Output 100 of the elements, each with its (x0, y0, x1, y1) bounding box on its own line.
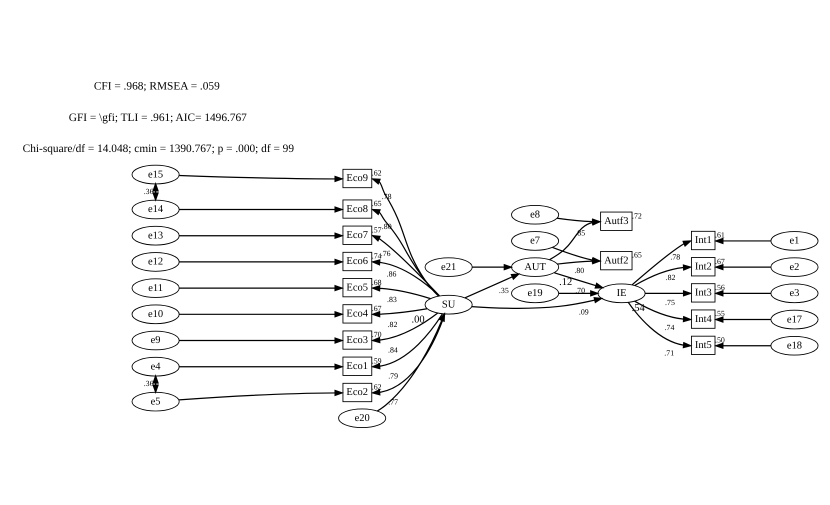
node-label: .65 (632, 250, 642, 260)
node-box: Autf3 (600, 211, 632, 230)
node-label: .67 (715, 256, 725, 266)
node-box: Eco3 (342, 330, 372, 350)
edge-label: .71 (664, 348, 674, 358)
node-ellipse: e10 (132, 304, 180, 324)
arrow (472, 296, 604, 308)
node-label: .65 (372, 198, 382, 208)
edge-label: .78 (670, 252, 680, 262)
arrow (179, 362, 344, 370)
arrow (179, 206, 344, 212)
node-ellipse: e3 (770, 283, 818, 303)
node-label: .12 (559, 276, 572, 288)
node-ellipse: e9 (132, 330, 180, 350)
node-label: .50 (715, 334, 725, 344)
edge-label: .84 (388, 345, 398, 354)
node-box: Eco7 (342, 225, 372, 244)
node-ellipse: e1 (770, 230, 818, 250)
edge-label: .79 (388, 370, 398, 380)
node-label: .62 (372, 168, 382, 178)
node-label: .61 (715, 230, 725, 240)
arrow (370, 178, 440, 296)
label: GFI = \gfi; TLI = .961; AIC= 1496.767 (68, 111, 247, 124)
edge-label: .77 (388, 397, 398, 406)
arrow (179, 336, 344, 344)
edge-label: .09 (578, 306, 589, 316)
arrow (714, 263, 771, 270)
arrow (714, 316, 771, 322)
node-ellipse: e18 (770, 335, 818, 356)
node-ellipse: e19 (511, 283, 560, 303)
arrow (179, 174, 344, 182)
edge-label: .70 (575, 285, 586, 294)
node-label: .55 (715, 308, 725, 318)
arrow (370, 208, 440, 296)
arrow (152, 182, 159, 202)
arrow (370, 313, 443, 369)
arrow (152, 374, 159, 394)
node-box: Eco4 (342, 304, 372, 323)
arrow (370, 258, 440, 296)
node-box: Eco5 (342, 278, 372, 297)
node-box: Eco6 (342, 251, 372, 271)
arrow (472, 263, 514, 270)
node-ellipse: e5 (132, 391, 180, 411)
node-ellipse: IE (598, 283, 646, 303)
node-box: Eco1 (342, 356, 372, 376)
node-ellipse: e17 (770, 309, 818, 329)
node-box: Eco2 (342, 382, 372, 402)
node-label: .56 (715, 282, 725, 292)
node-ellipse: e2 (770, 256, 818, 276)
arrow (179, 284, 344, 291)
arrow (714, 342, 771, 349)
arrow (464, 272, 520, 298)
edge-label: .74 (664, 322, 674, 332)
arrow (558, 290, 600, 296)
node-ellipse: e7 (511, 230, 560, 250)
node-ellipse: e4 (132, 356, 180, 376)
node-box: Int3 (690, 282, 716, 302)
node-ellipse: e14 (132, 199, 180, 219)
arrow (370, 284, 431, 299)
arrow (370, 312, 438, 343)
node-ellipse: e15 (132, 164, 180, 184)
node-box: Eco9 (342, 168, 372, 188)
node-box: Autf2 (600, 250, 632, 270)
edge-label: .86 (386, 268, 396, 278)
node-label: .67 (372, 303, 382, 312)
edge-label: .76 (380, 248, 391, 258)
arrow (628, 301, 692, 348)
node-box: Int4 (690, 309, 716, 328)
edge-label: .75 (665, 297, 675, 306)
node-ellipse: e21 (424, 256, 473, 276)
node-box: Eco8 (342, 198, 372, 218)
arrow (370, 308, 428, 317)
node-label: .57 (372, 224, 382, 234)
node-label: .59 (372, 356, 382, 365)
arrow (178, 389, 344, 400)
edge-label: .82 (388, 320, 398, 329)
node-ellipse: e13 (132, 225, 180, 245)
arrow (179, 258, 344, 265)
node-ellipse: e8 (511, 204, 560, 224)
arrow (634, 300, 692, 322)
node-label: .70 (372, 330, 382, 339)
arrow (370, 313, 446, 396)
arrow (634, 264, 692, 286)
arrow (179, 310, 344, 318)
edge-label: .80 (574, 265, 584, 274)
node-label: .74 (372, 251, 382, 260)
node-ellipse: SU (424, 294, 473, 314)
node-ellipse: e12 (132, 252, 180, 272)
edge-label: .35 (498, 286, 509, 295)
label: Chi-square/df = 14.048; cmin = 1390.767; p = .000; df = 99 (22, 142, 294, 155)
arrow (370, 234, 440, 296)
arrow (632, 240, 692, 285)
node-ellipse: e11 (132, 278, 180, 298)
node-label: .68 (372, 277, 382, 286)
arrow (179, 232, 344, 239)
edge-label: .82 (666, 272, 676, 282)
arrow (714, 237, 771, 244)
node-label: .62 (372, 382, 382, 392)
node-label: .00 (412, 314, 425, 325)
node-ellipse: AUT (511, 256, 560, 276)
